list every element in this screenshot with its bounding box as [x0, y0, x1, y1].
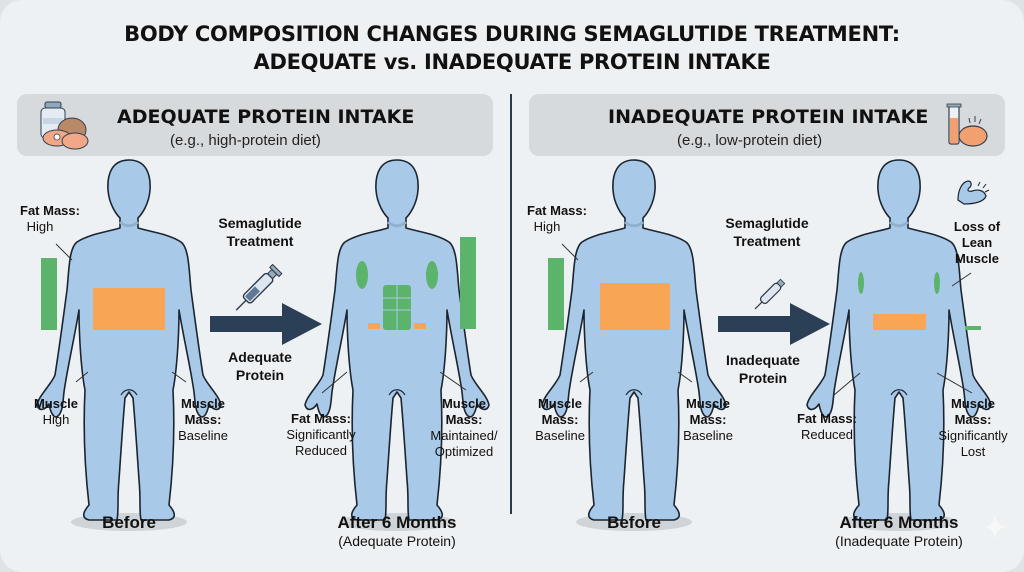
flexed-arm-icon: [957, 180, 990, 205]
after-caption-sub-inadequate: (Inadequate Protein): [835, 533, 963, 549]
before-fat-label-inadequate: Fat Mass:High: [527, 203, 587, 234]
left-panel-header: ADEQUATE PROTEIN INTAKE (e.g., high-prot…: [17, 94, 493, 156]
arrow-right-icon-inadequate: [718, 303, 830, 345]
before-caption-inadequate: Before: [607, 513, 661, 532]
title-line-2: ADEQUATE vs. INADEQUATE PROTEIN INTAKE: [253, 50, 771, 74]
left-panel-title: ADEQUATE PROTEIN INTAKE: [117, 106, 415, 128]
page-title: BODY COMPOSITION CHANGES DURING SEMAGLUT…: [0, 20, 1024, 76]
after-body-figure-adequate: [303, 158, 491, 533]
left-panel-subtitle: (e.g., high-protein diet): [170, 132, 321, 149]
after-caption-sub-adequate: (Adequate Protein): [338, 533, 456, 549]
protein-food-icon: [40, 101, 89, 150]
title-line-1: BODY COMPOSITION CHANGES DURING SEMAGLUT…: [124, 22, 900, 46]
after-caption-adequate: After 6 Months: [337, 513, 457, 532]
test-tube-meat-icon: [946, 103, 988, 147]
panel-divider: [510, 94, 512, 514]
after-body-figure-inadequate: [805, 158, 993, 533]
fat-bar: [41, 258, 57, 330]
arrow-right-icon-adequate: [210, 303, 322, 345]
muscle-bar: [460, 237, 476, 329]
before-caption-adequate: Before: [102, 513, 156, 532]
before-body-figure-inadequate: [540, 158, 728, 533]
right-panel-header: INADEQUATE PROTEIN INTAKE (e.g., low-pro…: [529, 94, 1005, 156]
before-body-figure-adequate: [35, 158, 223, 533]
syringe-icon: [754, 278, 786, 310]
after-fat-label-inadequate: Fat Mass:Reduced: [797, 411, 857, 442]
after-caption-inadequate: After 6 Months: [839, 513, 959, 532]
before-fat-label: Fat Mass:High: [20, 203, 80, 234]
sparkle-icon: [982, 514, 1008, 540]
syringe-icon: [235, 263, 283, 311]
right-panel-subtitle: (e.g., low-protein diet): [677, 132, 823, 149]
right-panel-title: INADEQUATE PROTEIN INTAKE: [608, 106, 929, 128]
